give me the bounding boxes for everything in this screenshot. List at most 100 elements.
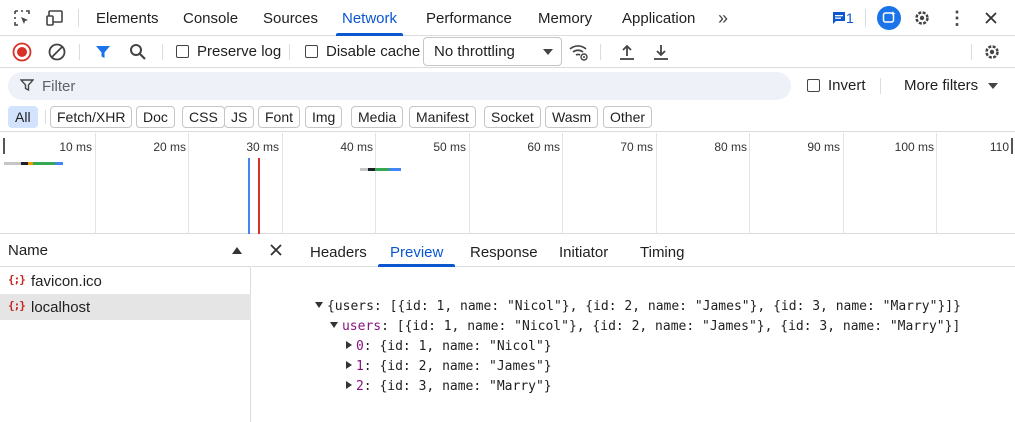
root-object-summary: {users: [{id: 1, name: "Nicol"}, {id: 2,… [326,299,961,314]
overview-tick: 30 ms [246,140,279,154]
filter-chip-js[interactable]: JS [224,106,255,128]
expanded-triangle-icon[interactable] [329,322,338,328]
property-value: : {id: 2, name: "James"} [363,359,552,374]
filter-chip-other[interactable]: Other [603,106,653,128]
overview-right-handle[interactable] [1011,138,1013,154]
tree-node-users[interactable]: users: [{id: 1, name: "Nicol"}, {id: 2, … [283,297,960,334]
filter-chip-media[interactable]: Media [351,106,404,128]
tree-node-item[interactable]: 2: {id: 3, name: "Marry"} [299,357,552,394]
filter-funnel-icon[interactable] [92,41,114,63]
overview-left-handle[interactable] [3,138,5,154]
overview-tick: 100 ms [894,140,934,154]
more-filters-dropdown[interactable]: More filters [904,77,979,94]
overview-bar [21,162,28,165]
tab-application[interactable]: Application [622,10,696,27]
issues-count[interactable]: 1 [846,10,854,26]
tab-sources[interactable]: Sources [263,10,319,27]
close-detail-icon[interactable] [269,243,283,260]
filter-chip-css[interactable]: CSS [182,106,225,128]
name-column-header[interactable]: Name [0,234,251,267]
chevron-down-icon [543,49,553,55]
stop-recording-icon[interactable] [11,41,33,63]
filter-chip-socket[interactable]: Socket [484,106,541,128]
request-detail-panel: Headers Preview Response Initiator Timin… [252,234,1015,422]
network-toolbar: Preserve log Disable cache [0,36,1015,68]
filter-chip-wasm[interactable]: Wasm [545,106,599,128]
filter-box[interactable] [8,72,791,100]
tab-performance[interactable]: Performance [426,10,512,27]
kebab-menu-icon[interactable]: ⋮ [948,7,966,28]
tab-response[interactable]: Response [470,244,538,261]
tab-initiator[interactable]: Initiator [559,244,609,261]
property-key: 1 [355,359,364,374]
throttling-select[interactable]: No throttling [423,37,562,66]
filter-chip-font[interactable]: Font [258,106,301,128]
overview-bar [33,162,55,165]
disable-cache-label: Disable cache [326,43,421,60]
tab-memory[interactable]: Memory [538,10,593,27]
disable-cache-checkbox[interactable] [305,45,318,58]
issues-icon[interactable] [829,8,849,28]
tab-timing[interactable]: Timing [640,244,685,261]
name-column-label: Name [8,242,49,259]
property-value: : {id: 3, name: "Marry"} [363,379,552,394]
request-list: Name {;} favicon.ico {;} localhost [0,234,251,422]
overview-bar [375,168,389,171]
tree-node-item[interactable]: 1: {id: 2, name: "James"} [299,337,552,374]
ai-assistance-icon[interactable] [877,6,901,30]
request-row[interactable]: {;} localhost [0,294,251,320]
filter-icon [19,78,35,95]
filter-chip-doc[interactable]: Doc [136,106,175,128]
overview-tick: 90 ms [807,140,840,154]
clear-log-icon[interactable] [46,41,68,63]
inspect-element-icon[interactable] [12,8,32,28]
script-file-icon: {;} [8,299,26,312]
overview-bar [4,162,21,165]
tab-elements[interactable]: Elements [96,10,159,27]
tab-console[interactable]: Console [183,10,239,27]
tab-preview[interactable]: Preview [378,234,456,267]
filter-chip-all[interactable]: All [8,106,38,128]
property-value: : {id: 1, name: "Nicol"} [363,339,552,354]
tree-node-item[interactable]: 0: {id: 1, name: "Nicol"} [299,317,552,354]
search-icon[interactable] [127,41,149,63]
filter-chip-manifest[interactable]: Manifest [409,106,476,128]
overview-tick: 40 ms [340,140,373,154]
filter-chip-fetch-xhr[interactable]: Fetch/XHR [50,106,133,128]
tab-headers[interactable]: Headers [310,244,367,261]
collapsed-triangle-icon[interactable] [345,381,352,389]
settings-gear-icon[interactable] [912,8,932,28]
sort-ascending-icon [232,247,242,254]
collapsed-triangle-icon[interactable] [345,341,352,349]
import-har-icon[interactable] [616,41,638,63]
invert-label: Invert [828,77,866,94]
script-file-icon: {;} [8,273,26,286]
request-row[interactable]: {;} favicon.ico [0,268,251,294]
property-key: users [341,319,382,334]
more-tabs-icon[interactable]: » [717,7,728,28]
network-conditions-icon[interactable] [568,41,590,63]
throttling-value: No throttling [434,43,515,60]
collapsed-triangle-icon[interactable] [345,361,352,369]
request-name: localhost [31,299,91,316]
tab-network[interactable]: Network [332,0,407,36]
preserve-log-checkbox[interactable] [176,45,189,58]
network-settings-gear-icon[interactable] [981,41,1003,63]
export-har-icon[interactable] [650,41,672,63]
network-overview-timeline[interactable]: 10 ms 20 ms 30 ms 40 ms 50 ms 60 ms 70 m… [0,133,1015,234]
device-toolbar-icon[interactable] [46,8,66,28]
resource-type-filters: All Fetch/XHR Doc CSS JS Font Img Media … [0,103,1015,132]
overview-bar [389,168,401,171]
expanded-triangle-icon[interactable] [314,302,323,308]
filter-input[interactable] [42,75,742,97]
filter-chip-img[interactable]: Img [305,106,343,128]
tree-node-root[interactable]: {users: [{id: 1, name: "Nicol"}, {id: 2,… [268,277,961,314]
load-event-marker [258,158,260,234]
overview-tick: 10 ms [59,140,92,154]
overview-tick: 70 ms [620,140,653,154]
overview-tick: 20 ms [153,140,186,154]
overview-bar [28,162,33,165]
property-key: 2 [355,379,364,394]
invert-checkbox[interactable] [807,79,820,92]
close-devtools-icon[interactable] [981,8,1001,28]
